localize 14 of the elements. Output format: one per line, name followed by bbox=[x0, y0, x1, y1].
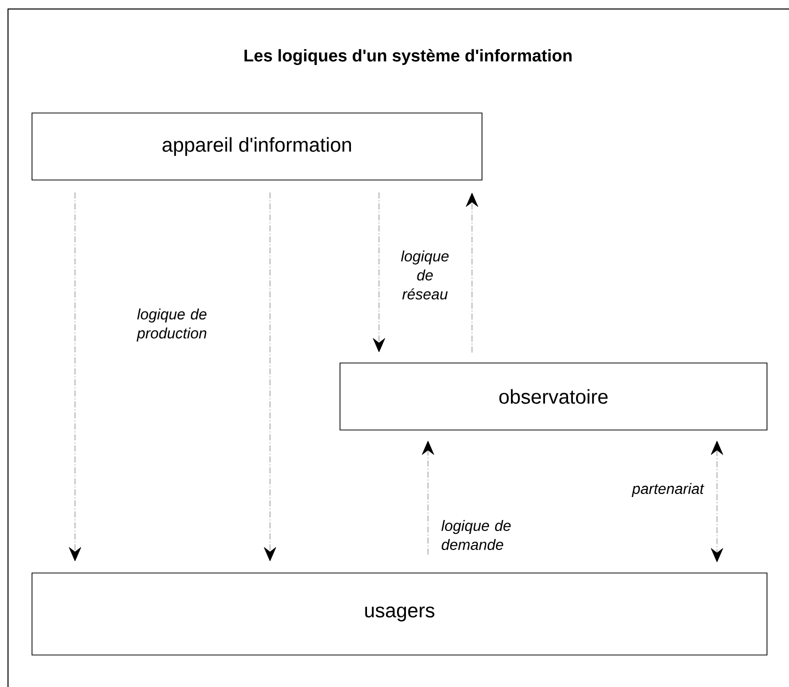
edge-label: partenariat bbox=[632, 483, 704, 497]
arrow bbox=[710, 440, 724, 562]
edge-label: logique de production bbox=[136, 308, 206, 342]
arrow bbox=[466, 192, 478, 353]
process-box: observatoire bbox=[340, 362, 768, 430]
process-box: usagers bbox=[32, 572, 768, 656]
arrow bbox=[372, 192, 386, 352]
process-box: appareil d'information bbox=[32, 112, 482, 180]
arrow bbox=[422, 440, 434, 555]
arrow bbox=[68, 192, 82, 562]
edge-label: logique de demande bbox=[441, 520, 511, 550]
arrow bbox=[264, 192, 276, 562]
edge-label: logique de réseau bbox=[401, 250, 449, 300]
title: Les logiques d'un système d'information bbox=[244, 48, 572, 66]
